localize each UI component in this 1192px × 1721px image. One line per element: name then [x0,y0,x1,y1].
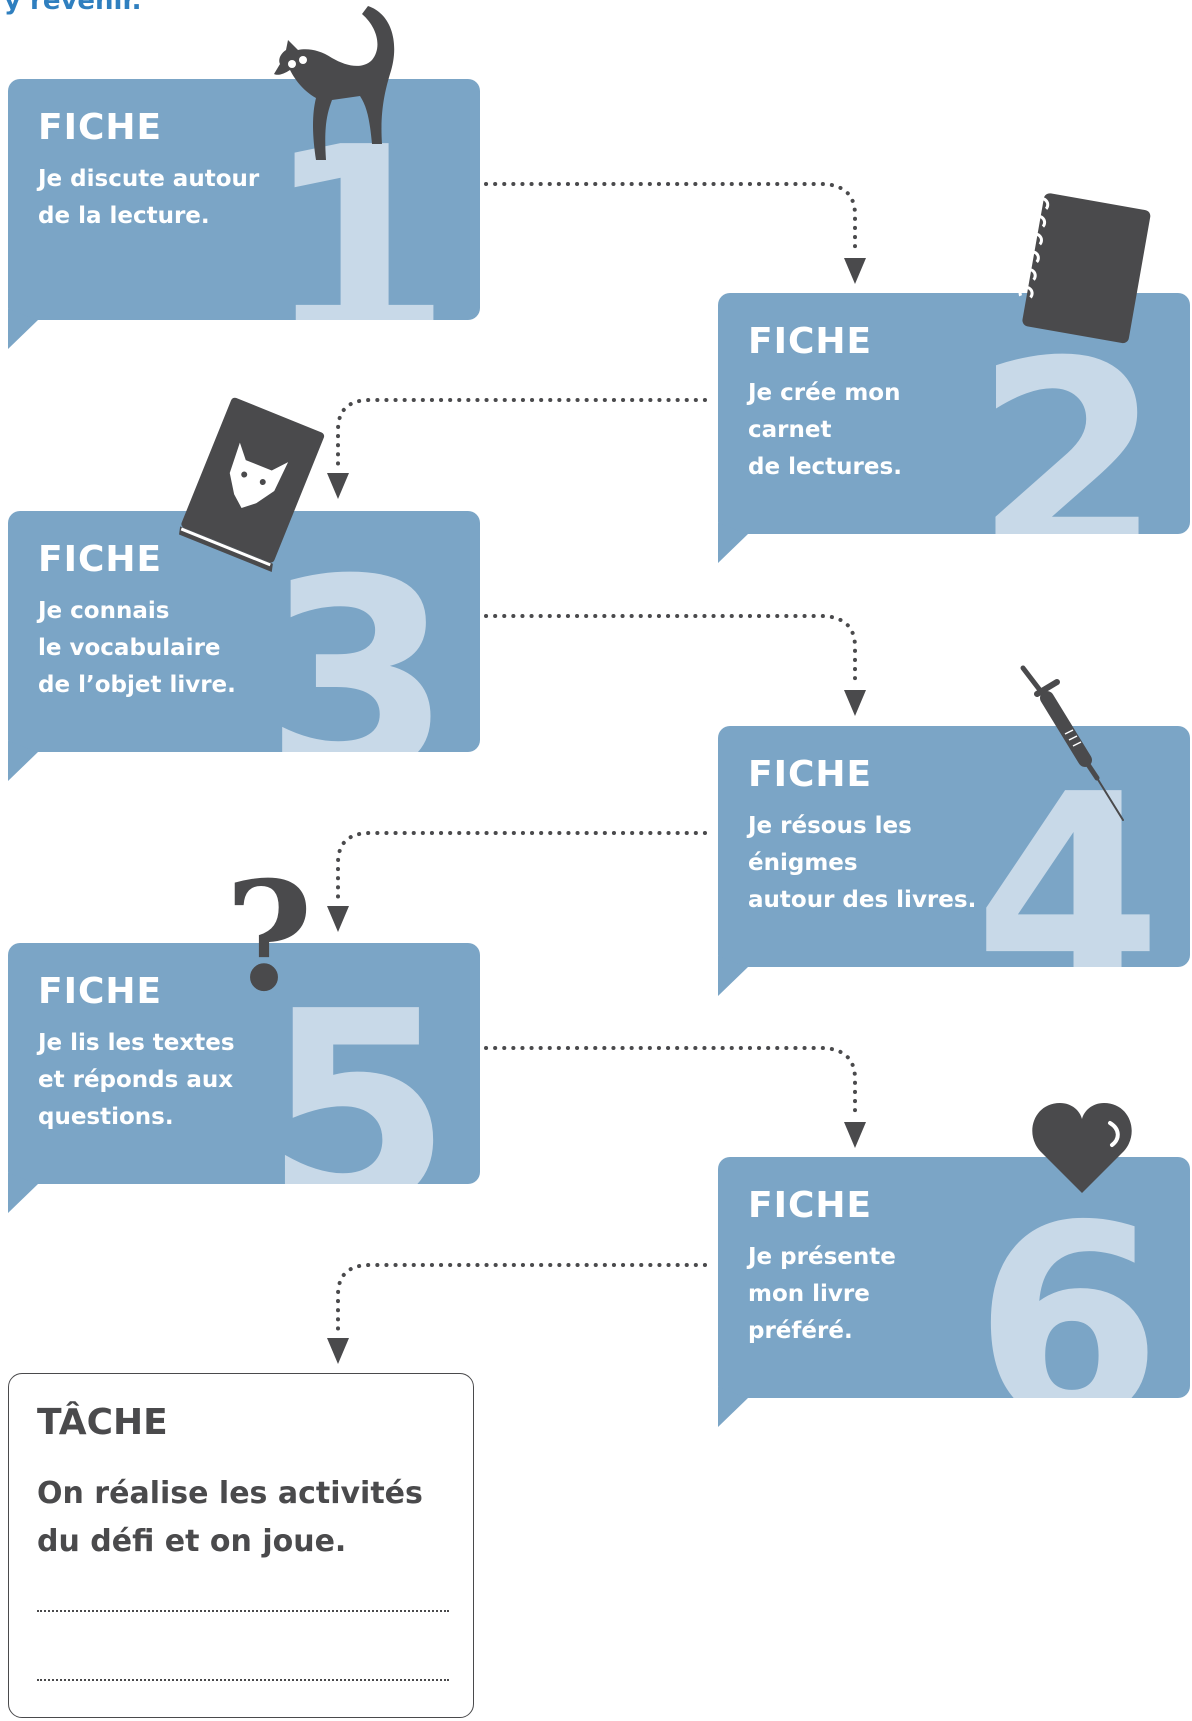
fiche-description-line: le vocabulaire [38,635,221,661]
speech-bubble-shape [8,943,480,1213]
fiche-description: Je lis les textes et réponds aux questions… [38,1025,268,1136]
fiche-description-line: de lectures. [748,454,902,480]
answer-line-1[interactable] [37,1610,449,1612]
fiche-number: 4 [974,736,1162,968]
fiche-number: 6 [974,1167,1162,1399]
fiche-description-line: de la lecture. [38,203,210,229]
fiche-number: 5 [264,953,452,1185]
cat-icon [274,6,395,160]
fiche-description: Je discute autour de la lecture. [38,161,268,235]
fiche-description-line: Je résous les énigmes [748,813,912,876]
task-text: On réalise les activités du défi et on j… [37,1470,457,1566]
fiche-description-line: Je connais [38,598,170,624]
fiche-description-line: mon livre préféré. [748,1281,870,1344]
fiche-label: FICHE [38,107,163,148]
connector-5-6 [484,1046,857,1119]
arrowhead-2 [844,258,866,284]
arrowhead-3 [327,473,349,499]
speech-bubble-shape [718,1157,1190,1427]
fiche-description-line: Je lis les textes [38,1030,235,1056]
fiche-label: FICHE [38,539,163,580]
fiche-card-3: 3 FICHE Je connais le vocabulaire de l’objet… [8,511,480,783]
fiche-description-line: autour des livres. [748,887,977,913]
fiche-description-line: Je crée mon carnet [748,380,901,443]
connector-4-5 [336,831,707,903]
fiche-label: FICHE [38,971,163,1012]
fiche-card-6: 6 FICHE Je présente mon livre préféré. [718,1157,1190,1429]
task-line: du défi et on joue. [37,1524,347,1559]
notebook-icon [1018,193,1151,344]
connector-2-3 [336,398,707,470]
fiche-number: 3 [264,521,452,753]
speech-bubble-shape [718,726,1190,996]
task-line: On réalise les activités [37,1476,423,1511]
fiche-label: FICHE [748,321,873,362]
answer-line-2[interactable] [37,1679,449,1681]
arrowhead-5 [327,906,349,932]
connector-3-4 [484,614,857,687]
connector-1-2 [484,182,857,255]
fiche-description-line: questions. [38,1104,174,1130]
fiche-card-4: 4 FICHE Je résous les énigmes autour des li… [718,726,1190,998]
heart-icon [1032,1103,1132,1193]
fiche-description: Je présente mon livre préféré. [748,1239,978,1350]
speech-bubble-shape [8,511,480,781]
fiche-description: Je résous les énigmes autour des livres. [748,808,978,919]
connector-6-task [336,1263,707,1335]
fiche-label: FICHE [748,1185,873,1226]
arrowhead-6 [844,1122,866,1148]
arrowhead-4 [844,690,866,716]
fiche-description-line: Je discute autour [38,166,260,192]
fiche-description: Je crée mon carnet de lectures. [748,375,978,486]
speech-bubble-shape [718,293,1190,563]
fiche-description-line: et réponds aux [38,1067,234,1093]
task-title: TÂCHE [37,1402,168,1443]
fiche-number: 2 [974,303,1162,535]
syringe-icon [1020,665,1124,821]
fiche-card-5: 5 FICHE Je lis les textes et réponds aux que… [8,943,480,1215]
fiche-label: FICHE [748,754,873,795]
fiche-description: Je connais le vocabulaire de l’objet livre… [38,593,268,704]
fiche-number: 1 [264,89,452,321]
arrowhead-task [327,1338,349,1364]
fiche-description-line: de l’objet livre. [38,672,236,698]
task-box: TÂCHE On réalise les activités du défi e… [8,1373,474,1718]
question-mark-icon: ? [225,849,313,1025]
page-header: y revenir. [4,0,142,16]
speech-bubble-shape [8,79,480,349]
fiche-card-2: 2 FICHE Je crée mon carnet de lectures. [718,293,1190,565]
fiche-description-line: Je présente [748,1244,896,1270]
wolf-book-icon [179,397,325,572]
fiche-card-1: 1 FICHE Je discute autour de la lecture. [8,79,480,351]
